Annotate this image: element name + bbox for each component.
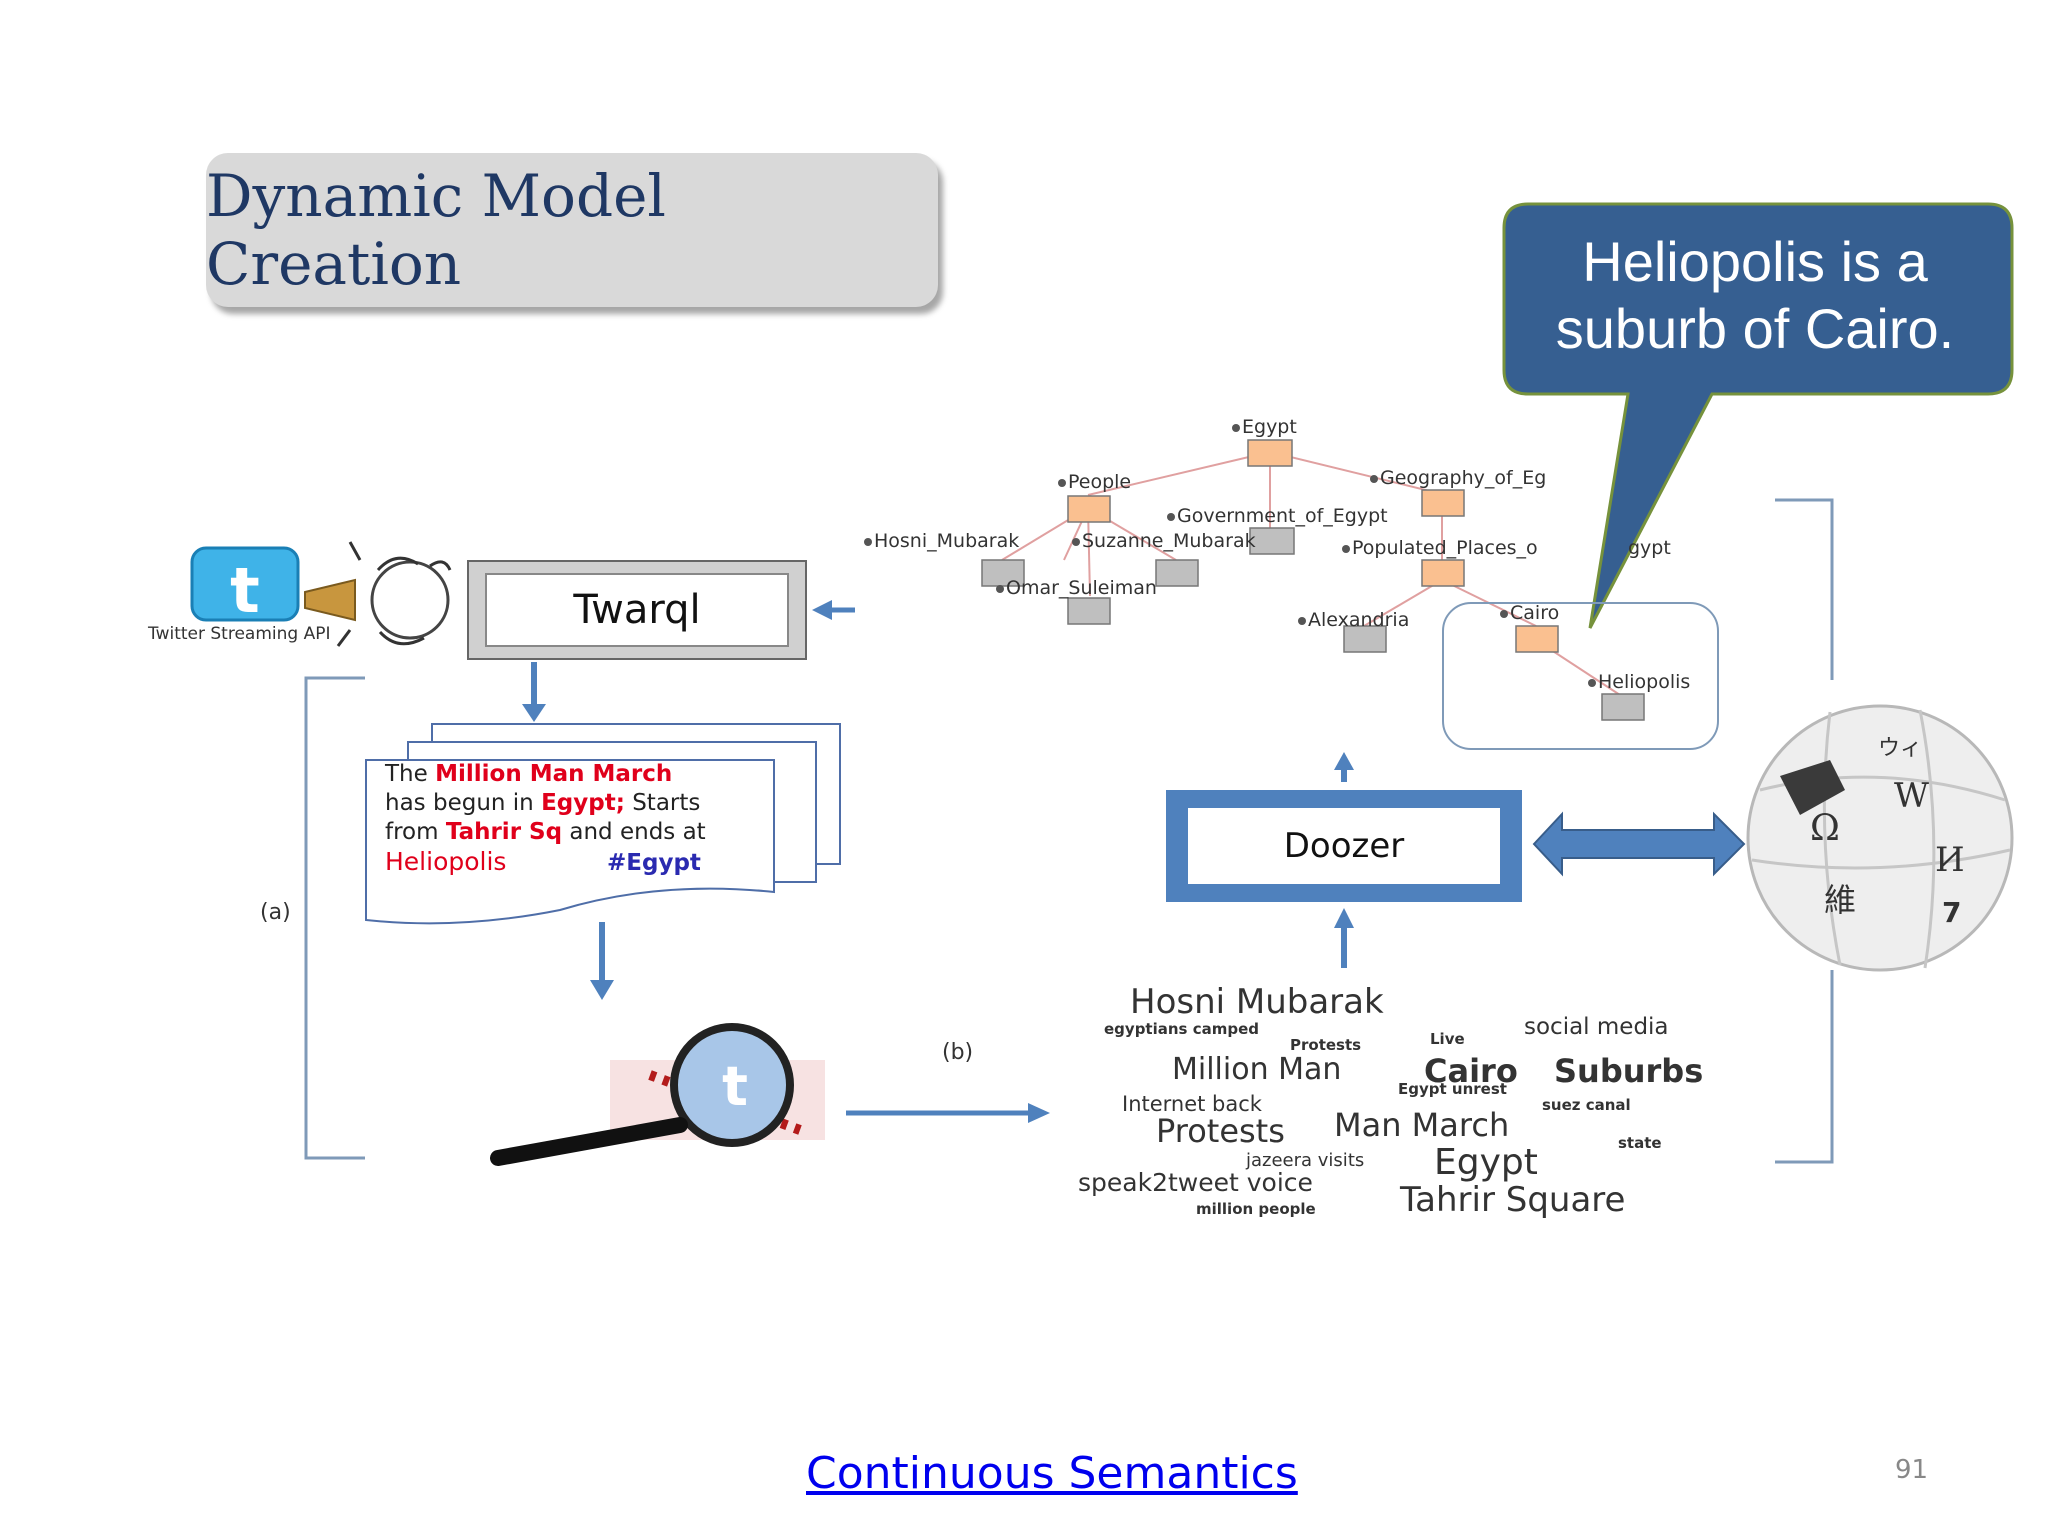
tree-label-geography: Geography_of_Eg — [1380, 467, 1547, 489]
cloud-word: Tahrir Square — [1400, 1180, 1626, 1220]
callout-line-1: Heliopolis is a — [1582, 230, 1928, 293]
cloud-word: egyptians camped — [1104, 1020, 1259, 1038]
continuous-semantics-link[interactable]: Continuous Semantics — [806, 1448, 1298, 1499]
wiki-glyph-seven: 7 — [1942, 896, 1962, 929]
title-box: Dynamic Model Creation — [206, 153, 938, 307]
twarql-box — [467, 560, 807, 660]
tweet-document-stack — [365, 723, 841, 925]
doozer-box — [1166, 790, 1522, 902]
tweet-line-1: The Million Man March — [385, 760, 785, 789]
svg-text:t: t — [722, 1055, 748, 1118]
tree-label-government: Government_of_Egypt — [1177, 505, 1388, 527]
wiki-glyph-kanji: 維 — [1824, 881, 1857, 919]
wiki-glyph-w: W — [1894, 776, 1929, 816]
tree-label-populated-end: gypt — [1628, 537, 1671, 559]
arrow-to-word-cloud — [846, 1103, 1050, 1123]
cloud-word: Live — [1430, 1030, 1465, 1048]
tree-label-suzanne: Suzanne_Mubarak — [1082, 530, 1256, 552]
tweet-highlight: Million Man March — [435, 761, 673, 787]
wiki-glyph-omega: Ω — [1810, 808, 1840, 849]
wiki-glyph-i: И — [1935, 840, 1965, 880]
streaming-horn-icon — [304, 541, 452, 647]
cloud-word: speak2tweet voice — [1078, 1168, 1313, 1197]
wiki-glyph-kana: ウィ — [1878, 736, 1923, 761]
arrow-tweet-to-magnifier — [590, 922, 614, 1000]
cloud-word: state — [1618, 1134, 1662, 1152]
tweet-word: and ends at — [562, 819, 706, 845]
tree-label-cairo: Cairo — [1510, 602, 1560, 624]
tweet-word: from — [385, 819, 446, 845]
tree-label-heliopolis: Heliopolis — [1598, 671, 1691, 693]
cloud-word: jazeera visits — [1246, 1150, 1365, 1171]
tree-node-squares — [981, 439, 1645, 721]
cairo-group-box — [1442, 602, 1719, 750]
tweet-highlight: Heliopolis — [385, 847, 507, 876]
tweet-word: has begun in — [385, 790, 542, 816]
tree-label-omar: Omar_Suleiman — [1006, 577, 1157, 599]
twitter-icon: t — [190, 546, 300, 627]
tweet-word: The — [385, 761, 436, 787]
callout-text: Heliopolis is a suburb of Cairo. — [1505, 228, 2005, 362]
tree-label-hosni: Hosni_Mubarak — [874, 530, 1020, 552]
tweet-line-3: from Tahrir Sq and ends at — [385, 818, 785, 847]
callout-bubble — [1502, 202, 2014, 629]
tweet-line-2: has begun in Egypt; Starts — [385, 789, 785, 818]
arrow-wordcloud-to-doozer — [1334, 908, 1354, 968]
svg-text:t: t — [230, 554, 260, 627]
cloud-word: social media — [1524, 1014, 1669, 1040]
doozer-label: Doozer — [1283, 826, 1405, 866]
callout-line-2: suburb of Cairo. — [1555, 297, 1955, 360]
cloud-word: Million Man — [1172, 1052, 1342, 1087]
cloud-word: Egypt unrest — [1398, 1080, 1507, 1098]
cloud-word: Egypt — [1434, 1142, 1538, 1183]
tweet-line-4: Heliopolis #Egypt — [385, 847, 785, 878]
label-a: (a) — [260, 900, 291, 925]
tweet-highlight: Egypt; — [541, 790, 625, 816]
tweet-highlight: Tahrir Sq — [445, 819, 563, 845]
cloud-word: Internet back — [1122, 1092, 1262, 1116]
arrow-to-twarql — [812, 600, 855, 620]
tree-node-dots — [864, 424, 1596, 687]
tree-label-egypt: Egypt — [1242, 416, 1297, 438]
right-bracket — [1775, 498, 1834, 1164]
twarql-label: Twarql — [573, 587, 701, 633]
tweet-text: The Million Man March has begun in Egypt… — [385, 760, 785, 878]
arrow-doozer-to-tree — [1334, 752, 1354, 782]
cloud-word: Hosni Mubarak — [1130, 982, 1384, 1022]
left-bracket — [304, 676, 365, 1160]
tree-label-populated: Populated_Places_o — [1352, 537, 1538, 559]
cloud-word: Cairo — [1424, 1052, 1518, 1090]
cloud-word: Protests — [1290, 1036, 1362, 1054]
tree-label-people: People — [1068, 471, 1132, 493]
cloud-word: suez canal — [1542, 1096, 1631, 1114]
cloud-word: Protests — [1156, 1112, 1285, 1150]
wikipedia-globe-icon — [1746, 704, 2014, 972]
label-b: (b) — [942, 1040, 974, 1065]
cloud-word: Man March — [1334, 1106, 1510, 1144]
tree-label-alexandria: Alexandria — [1308, 609, 1410, 631]
page-number: 91 — [1895, 1455, 1929, 1485]
tweet-hashtag: #Egypt — [607, 850, 701, 876]
twitter-streaming-label: Twitter Streaming API — [148, 624, 331, 644]
double-arrow-doozer-wikipedia — [1532, 811, 1746, 877]
magnifier-icon: t — [490, 1023, 825, 1166]
arrow-twarql-to-tweet — [522, 662, 546, 722]
tweet-word: Starts — [624, 790, 701, 816]
cloud-word: million people — [1196, 1200, 1316, 1218]
cloud-word: Suburbs — [1554, 1052, 1704, 1090]
slide-title: Dynamic Model Creation — [206, 162, 666, 298]
